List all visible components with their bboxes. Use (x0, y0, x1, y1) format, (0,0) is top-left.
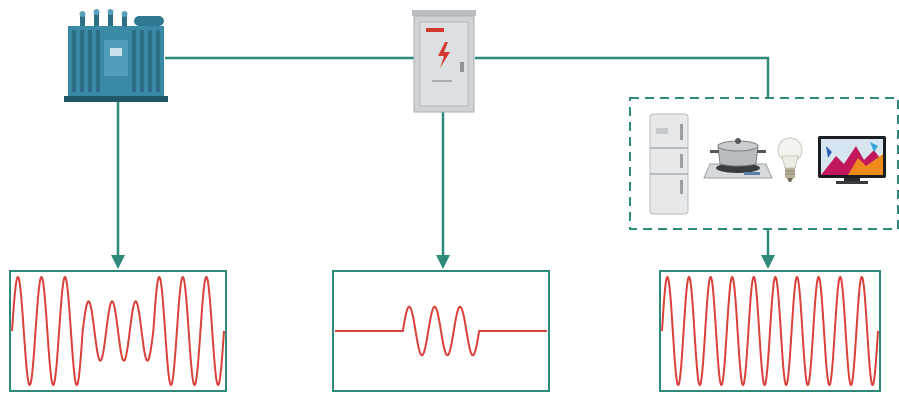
bus-line-cabinet-to-loads (475, 56, 770, 98)
connection-lines (111, 56, 775, 269)
load-waveform (661, 275, 879, 387)
loads-group-box (629, 97, 899, 230)
light-bulb-icon (777, 137, 803, 182)
refrigerator-icon (649, 113, 689, 215)
induction-cooker-icon (703, 138, 773, 179)
transformer-waveform (11, 275, 225, 387)
television-icon (818, 136, 886, 184)
cabinet-waveform (335, 305, 547, 357)
power-transformer-icon (64, 9, 168, 102)
electrical-cabinet-icon (412, 10, 476, 113)
